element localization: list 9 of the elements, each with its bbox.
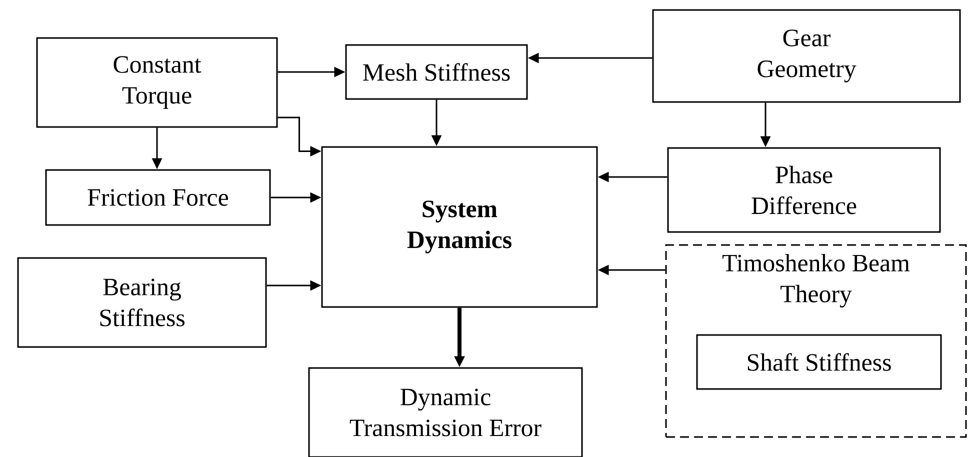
process-box: Constant Torque	[36, 37, 278, 128]
process-box: Bearing Stiffness	[17, 257, 267, 348]
process-box: Gear Geometry	[652, 9, 961, 103]
system-box: System Dynamics	[321, 146, 598, 308]
process-box: Friction Force	[45, 169, 271, 226]
process-box: Shaft Stiffness	[696, 334, 942, 390]
process-box: Phase Difference	[667, 147, 941, 233]
process-box: Dynamic Transmission Error	[308, 367, 583, 457]
process-box: Mesh Stiffness	[345, 44, 528, 100]
